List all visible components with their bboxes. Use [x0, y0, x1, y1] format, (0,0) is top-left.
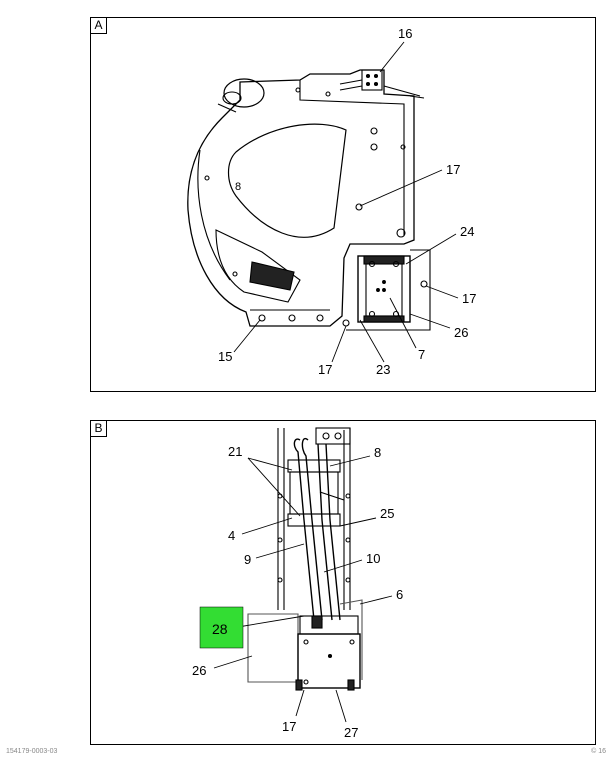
triangular-cutout: [227, 123, 347, 238]
callout-17-a2: 17: [462, 291, 476, 306]
callout-26-b: 26: [192, 663, 206, 678]
panel-a-drawing: 8: [187, 69, 431, 331]
callout-24: 24: [460, 224, 474, 239]
footer-page-ref: © 16: [591, 748, 606, 755]
panel-b-drawing: [247, 427, 363, 691]
callout-10: 10: [366, 551, 380, 566]
panel-a: A: [90, 17, 596, 392]
callout-25: 25: [380, 506, 394, 521]
callout-21: 21: [228, 444, 242, 459]
footer-document-id: 154179-0003-03: [6, 748, 58, 755]
panel-a-leaders: [233, 41, 459, 363]
callout-8: 8: [374, 445, 381, 460]
panel-a-callouts: 16 17 24 17 26 7 23 17 15: [218, 26, 476, 377]
panel-a-label: A: [90, 17, 107, 34]
callout-28: 28: [212, 621, 228, 637]
callout-26-a: 26: [454, 325, 468, 340]
panel-b-label: B: [90, 420, 107, 437]
callout-15: 15: [218, 349, 232, 364]
bracket-plate: [187, 69, 415, 327]
callout-27: 27: [344, 725, 358, 740]
panel-b: B: [90, 420, 596, 745]
callout-6: 6: [396, 587, 403, 602]
callout-16: 16: [398, 26, 412, 41]
callout-17-a3: 17: [318, 362, 332, 377]
panel-b-callouts: 21 8 25 4 9 10 6 28 26 17 27: [192, 444, 403, 740]
highlight-box-28: [199, 606, 244, 649]
callout-4: 4: [228, 528, 235, 543]
svg-text:8: 8: [235, 181, 241, 193]
callout-9: 9: [244, 552, 251, 567]
panel-b-leaders: [213, 455, 393, 723]
callout-17-b: 17: [282, 719, 296, 734]
callout-7: 7: [418, 347, 425, 362]
callout-17-a1: 17: [446, 162, 460, 177]
callout-23: 23: [376, 362, 390, 377]
